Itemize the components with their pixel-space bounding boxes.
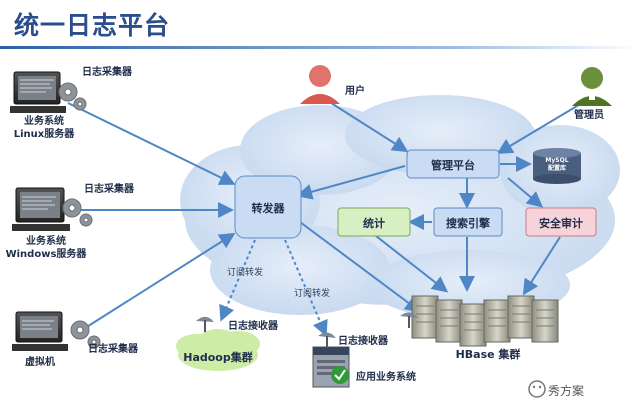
connection-arrows <box>67 100 583 337</box>
subscribe-forward-label-2: 订阅转发 <box>294 289 331 299</box>
collector-windows-label: 日志采集器 <box>84 184 134 195</box>
forwarder-box <box>234 175 302 239</box>
receiver-hadoop-label: 日志接收器 <box>228 321 278 332</box>
subscribe-forward-label-1: 订阅转发 <box>227 268 264 278</box>
satellite-dish-icon <box>318 332 336 348</box>
virtual-machine-icon <box>12 311 68 351</box>
app-server-icon <box>312 346 350 388</box>
gear-icon <box>62 198 93 227</box>
wechat-icon <box>528 380 546 398</box>
user-icon <box>300 65 340 104</box>
management-platform-label: 管理平台 <box>431 159 475 172</box>
collector-vm-label: 日志采集器 <box>88 344 138 355</box>
server-windows-label-line1: 业务系统 <box>26 236 66 247</box>
statistics-label: 统计 <box>363 217 385 230</box>
hadoop-cluster-cloud <box>176 329 260 371</box>
mysql-label-line1: MySQL <box>545 157 569 164</box>
search-engine-label: 搜索引擎 <box>446 217 490 230</box>
receiver-app-label: 日志接收器 <box>338 336 388 347</box>
security-audit-label: 安全审计 <box>539 217 583 230</box>
security-audit-box <box>525 207 597 237</box>
hadoop-cluster-label: Hadoop集群 <box>183 351 253 364</box>
page-title: 统一日志平台 <box>14 11 171 40</box>
forwarder-label: 转发器 <box>251 202 285 215</box>
mysql-label-line2: 配置库 <box>547 165 566 172</box>
mysql-database-icon <box>533 148 581 184</box>
app-business-label: 应用业务系统 <box>356 372 416 383</box>
vm-label: 虚拟机 <box>25 357 55 368</box>
server-windows-label-line2: Windows服务器 <box>5 249 87 260</box>
linux-server-icon <box>10 71 66 113</box>
gear-icon <box>58 82 87 111</box>
gear-icon <box>70 320 101 349</box>
windows-server-icon <box>12 187 70 231</box>
search-engine-box <box>433 207 503 237</box>
satellite-dish-icon <box>196 316 214 332</box>
title-divider <box>0 46 640 49</box>
admin-label: 管理员 <box>574 110 604 121</box>
statistics-box <box>337 207 411 237</box>
satellite-dish-icon <box>400 312 418 328</box>
collector-linux-label: 日志采集器 <box>82 67 132 78</box>
server-linux-label-line1: 业务系统 <box>24 116 64 127</box>
hbase-rack-cluster <box>411 295 559 347</box>
watermark-text: 秀方案 <box>548 384 585 398</box>
user-label: 用户 <box>345 86 365 97</box>
hbase-cluster-label: HBase 集群 <box>455 348 521 361</box>
admin-icon <box>572 67 612 106</box>
management-platform-box <box>406 149 500 179</box>
server-linux-label-line2: Linux服务器 <box>13 129 75 140</box>
app-logo-icon <box>331 366 349 384</box>
